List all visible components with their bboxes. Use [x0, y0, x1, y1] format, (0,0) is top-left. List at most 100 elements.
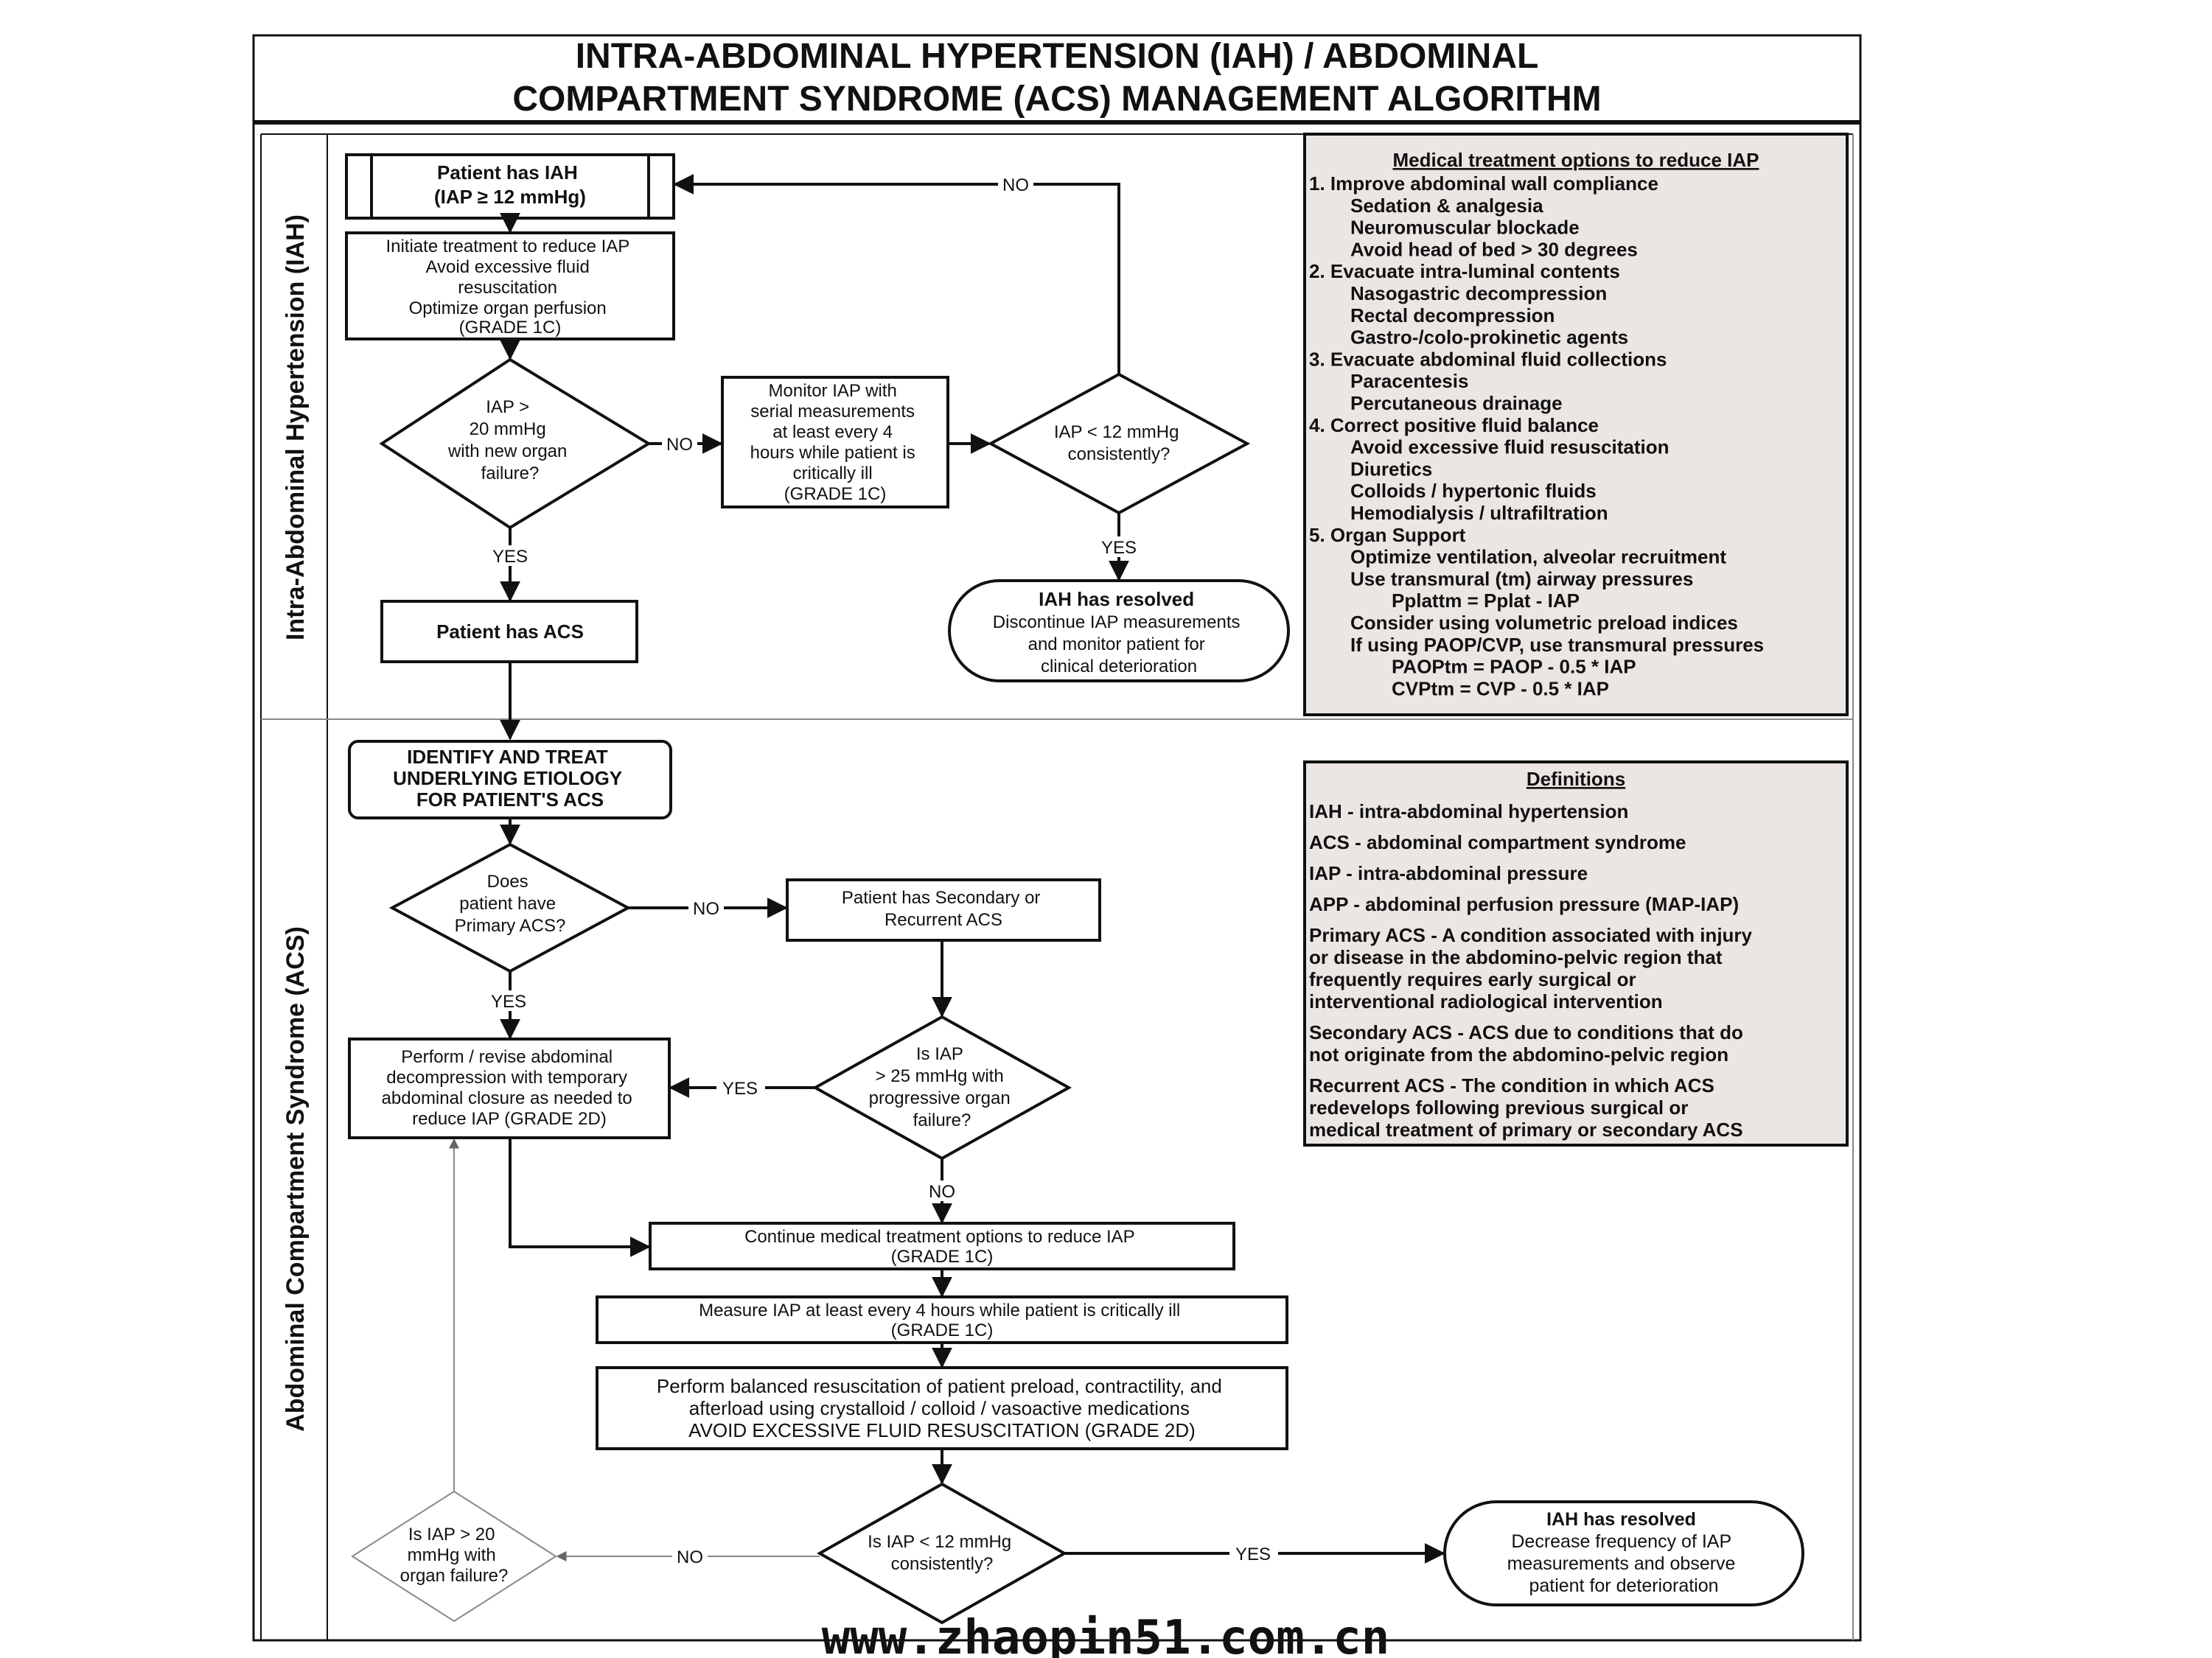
- edge-label-bg: [485, 990, 534, 1011]
- definition-line: frequently requires early surgical or: [1309, 968, 1636, 990]
- outer-frame: [252, 34, 1862, 1642]
- medical-panel-item: 3. Evacuate abdominal fluid collections: [1309, 348, 1667, 370]
- node-text: Continue medical treatment options to re…: [744, 1227, 1134, 1247]
- edge-label-no: NO: [677, 1547, 703, 1567]
- title-line-1: INTRA-ABDOMINAL HYPERTENSION (IAH) / ABD…: [576, 37, 1539, 76]
- medical-panel-item: Nasogastric decompression: [1350, 282, 1607, 304]
- definition-line: APP - abdominal perfusion pressure (MAP-…: [1309, 893, 1739, 915]
- definitions-panel: Definitions IAH - intra-abdominal hypert…: [1303, 760, 1849, 1147]
- edge-label-yes: YES: [1235, 1545, 1271, 1564]
- node-text: consistently?: [891, 1554, 994, 1574]
- node-continue-medical: Continue medical treatment options to re…: [649, 1222, 1235, 1270]
- node-initiate-treatment: Initiate treatment to reduce IAP Avoid e…: [345, 231, 675, 340]
- edge-label-no: NO: [693, 899, 719, 919]
- node-text: (GRADE 1C): [459, 318, 562, 337]
- definition-line: not originate from the abdomino-pelvic r…: [1309, 1043, 1728, 1066]
- medical-panel-item: Sedation & analgesia: [1350, 195, 1543, 217]
- node-text: hours while patient is: [750, 443, 915, 463]
- node-text: patient have: [459, 894, 556, 914]
- medical-panel-item: Optimize ventilation, alveolar recruitme…: [1350, 546, 1726, 568]
- node-text: Patient has ACS: [436, 620, 584, 643]
- node-patient-has-iah: Patient has IAH (IAP ≥ 12 mmHg): [345, 153, 675, 220]
- definition-line: IAH - intra-abdominal hypertension: [1309, 800, 1628, 822]
- node-text: IAP < 12 mmHg: [1054, 422, 1179, 442]
- node-patient-has-acs: Patient has ACS: [380, 600, 638, 663]
- edge-label-bg: [1229, 1543, 1278, 1564]
- node-text: progressive organ: [869, 1088, 1011, 1108]
- node-text: failure?: [481, 464, 540, 483]
- node-text: AVOID EXCESSIVE FLUID RESUSCITATION (GRA…: [688, 1419, 1196, 1441]
- decision-iap-below-12-acs: Is IAP < 12 mmHg consistently?: [816, 1482, 1068, 1625]
- node-text: Decrease frequency of IAP: [1511, 1531, 1731, 1552]
- svg-text:Perform balanced resuscitation: Perform balanced resuscitation of patien…: [657, 1375, 1227, 1441]
- decision-iap-25-progressive: Is IAP > 25 mmHg with progressive organ …: [812, 1015, 1072, 1161]
- edge-label-yes: YES: [492, 547, 528, 567]
- node-decompression: Perform / revise abdominal decompression…: [348, 1038, 671, 1139]
- svg-text:IDENTIFY AND TREAT UNDER: IDENTIFY AND TREAT UNDERLYING ETIOLOGY F…: [393, 746, 627, 811]
- node-measure-iap: Measure IAP at least every 4 hours while…: [596, 1295, 1288, 1344]
- node-text: (GRADE 1C): [891, 1247, 994, 1267]
- node-text: Patient has IAH: [437, 161, 578, 183]
- node-text: serial measurements: [750, 402, 915, 422]
- edge-label-no: NO: [1002, 175, 1029, 195]
- node-text: UNDERLYING ETIOLOGY: [393, 767, 622, 789]
- medical-panel-item: 1. Improve abdominal wall compliance: [1309, 172, 1658, 195]
- medical-panel-item: Paracentesis: [1350, 370, 1468, 392]
- node-text: IAH has resolved: [1039, 588, 1194, 610]
- edge-decision2-no-loop: [673, 174, 1120, 374]
- section-label-iah: Intra-Abdominal Hypertension (IAH): [282, 214, 310, 640]
- svg-text:IAP < 12 mmHg consistent: IAP < 12 mmHg consistently?: [1054, 422, 1184, 464]
- edge-label-bg: [672, 1546, 708, 1567]
- node-text: Optimize organ perfusion: [409, 298, 607, 318]
- node-text: with new organ: [447, 441, 567, 461]
- medical-panel-item: CVPtm = CVP - 0.5 * IAP: [1392, 677, 1609, 699]
- edge-label-bg: [716, 1077, 765, 1098]
- edge-label-yes: YES: [722, 1079, 758, 1099]
- node-iah-resolved: IAH has resolved Discontinue IAP measure…: [948, 579, 1290, 682]
- svg-text:Continue medical treatment opt: Continue medical treatment options to re…: [744, 1227, 1140, 1267]
- edge-label-bg: [998, 174, 1033, 195]
- node-text: Avoid excessive fluid: [425, 257, 589, 277]
- medical-panel-item: Diuretics: [1350, 458, 1432, 480]
- definition-line: IAP - intra-abdominal pressure: [1309, 862, 1588, 884]
- medical-panel-items: 1. Improve abdominal wall complianceSeda…: [1309, 172, 1764, 699]
- svg-text:Does patient have: Does patient have Primary ACS?: [455, 872, 566, 936]
- node-text: IAH has resolved: [1546, 1509, 1696, 1530]
- node-text: measurements and observe: [1507, 1553, 1736, 1574]
- decision-primary-acs: Does patient have Primary ACS?: [388, 842, 632, 973]
- medical-panel-item: PAOPtm = PAOP - 0.5 * IAP: [1392, 656, 1636, 678]
- definition-line: Secondary ACS - ACS due to conditions th…: [1309, 1021, 1743, 1043]
- svg-text:Initiate treatment to reduce I: Initiate treatment to reduce IAP Avoid e…: [385, 237, 634, 337]
- node-balanced-resuscitation: Perform balanced resuscitation of patien…: [596, 1366, 1288, 1450]
- node-text: Does: [487, 872, 528, 892]
- node-text: abdominal closure as needed to: [382, 1088, 632, 1108]
- node-text: Discontinue IAP measurements: [993, 612, 1241, 632]
- node-text: Recurrent ACS: [885, 910, 1002, 930]
- node-text: Is IAP < 12 mmHg: [868, 1532, 1011, 1552]
- medical-panel-item: Colloids / hypertonic fluids: [1350, 480, 1597, 502]
- node-text: resuscitation: [458, 278, 557, 298]
- medical-treatment-panel: Medical treatment options to reduce IAP …: [1303, 133, 1849, 716]
- svg-text:Is IAP < 12 mmHg consist: Is IAP < 12 mmHg consistently?: [868, 1532, 1016, 1574]
- decision-iap-below-12: IAP < 12 mmHg consistently?: [987, 372, 1251, 515]
- edge-label-bg: [1095, 536, 1142, 557]
- node-text: Initiate treatment to reduce IAP: [385, 237, 629, 256]
- edge-label-bg: [924, 1180, 960, 1201]
- node-text: 20 mmHg: [470, 419, 546, 439]
- edge-label-yes: YES: [491, 992, 526, 1012]
- node-text: Measure IAP at least every 4 hours while…: [699, 1301, 1180, 1321]
- medical-panel-item: Avoid excessive fluid resuscitation: [1350, 436, 1670, 458]
- medical-panel-item: Consider using volumetric preload indice…: [1350, 612, 1738, 634]
- definition-line: Recurrent ACS - The condition in which A…: [1309, 1074, 1714, 1096]
- node-text: IDENTIFY AND TREAT: [407, 746, 608, 768]
- edge-decompress-to-continue: [509, 1138, 651, 1257]
- svg-text:Monitor IAP with serial: Monitor IAP with serial measurements at …: [750, 381, 921, 504]
- medical-panel-item: Hemodialysis / ultrafiltration: [1350, 502, 1608, 524]
- edge-label-no: NO: [666, 435, 693, 455]
- node-text: IAP >: [486, 397, 529, 417]
- node-text: (GRADE 1C): [784, 484, 887, 504]
- decision-iap-20-new-organ-failure: IAP > 20 mmHg with new organ failure?: [379, 357, 652, 530]
- section-label-acs: Abdominal Compartment Syndrome (ACS): [282, 926, 310, 1432]
- node-text: Perform balanced resuscitation of patien…: [657, 1375, 1222, 1397]
